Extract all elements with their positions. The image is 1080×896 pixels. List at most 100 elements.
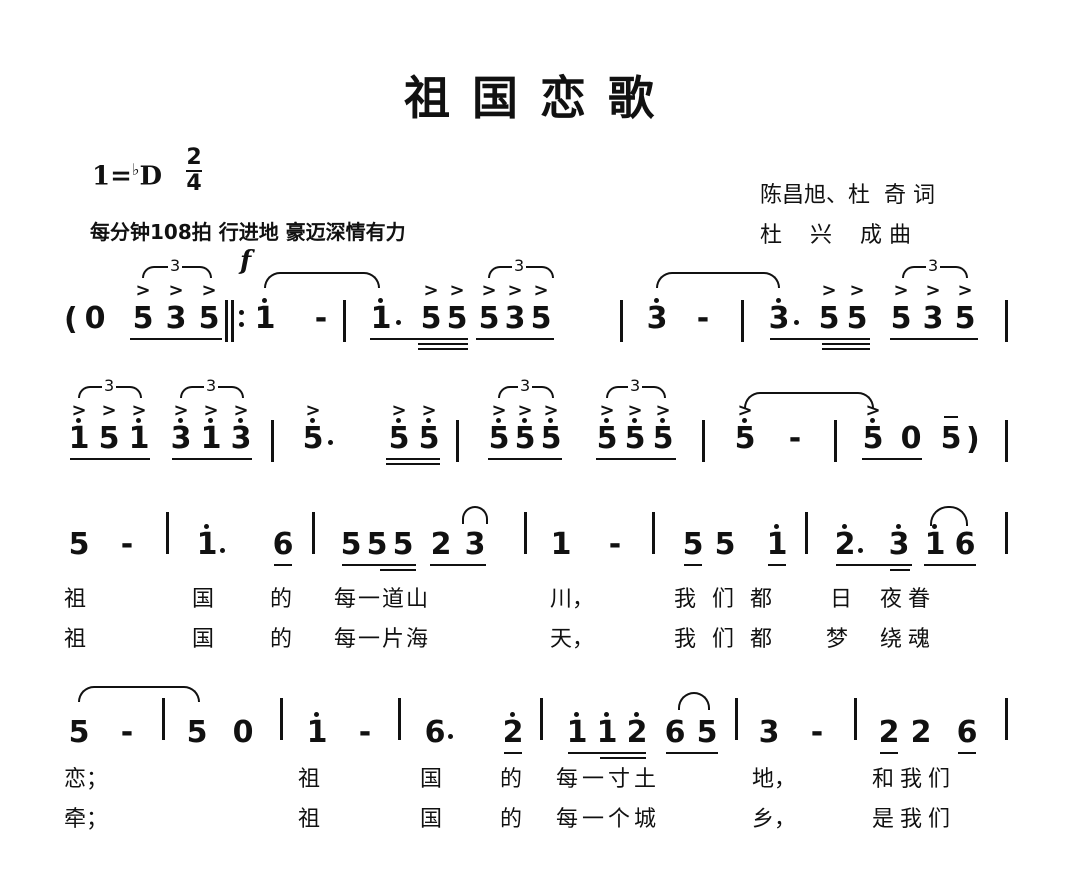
- repeat-dot: [239, 322, 244, 327]
- triplet-number: 3: [518, 376, 533, 395]
- lyric: 我们都: [674, 627, 789, 652]
- high-octave-dot: [522, 418, 527, 423]
- lyric: 绕魂: [880, 627, 937, 652]
- note: 5: [186, 715, 208, 750]
- note: 2: [430, 527, 452, 562]
- barline: [1005, 420, 1008, 462]
- barline: [834, 420, 837, 462]
- barline: [652, 512, 655, 554]
- accent-icon: >: [491, 400, 507, 421]
- triplet-number: 3: [204, 376, 219, 395]
- high-octave-dot: [396, 418, 401, 423]
- meter-bottom: 4: [186, 171, 202, 196]
- lyric: 国: [192, 587, 215, 612]
- note: 5: [418, 421, 440, 456]
- note: 2: [834, 527, 856, 562]
- note: 6: [956, 715, 978, 750]
- overline: [944, 416, 958, 418]
- accent-icon: >: [101, 400, 117, 421]
- accent-icon: >: [201, 280, 217, 301]
- note: 5: [818, 301, 840, 336]
- high-octave-dot: [742, 418, 747, 423]
- high-octave-dot: [632, 418, 637, 423]
- barline: [854, 698, 857, 740]
- underline: [684, 564, 702, 566]
- note: 1: [550, 527, 572, 562]
- note: 1: [766, 524, 788, 560]
- high-octave-dot: [510, 712, 515, 717]
- accent-icon: >: [135, 280, 151, 301]
- underline: [342, 564, 416, 566]
- note: 1: [68, 418, 90, 454]
- high-octave-dot: [178, 418, 183, 423]
- accent-icon: >: [627, 400, 643, 421]
- underline: [768, 564, 786, 566]
- accent-icon: >: [507, 280, 523, 301]
- underline: [568, 752, 646, 754]
- accent-icon: >: [543, 400, 559, 421]
- barline: [540, 698, 543, 740]
- dash: -: [120, 527, 134, 562]
- lyric: 祖: [64, 587, 87, 612]
- triplet-number: 3: [512, 256, 527, 275]
- note: 1: [254, 298, 276, 334]
- key-signature: 1=♭D: [92, 160, 162, 192]
- note: 5: [68, 715, 90, 750]
- note: 3: [922, 301, 944, 336]
- accent-icon: >: [849, 280, 865, 301]
- note: 5: [696, 715, 718, 750]
- note: 1: [370, 298, 392, 334]
- accent-icon: >: [391, 400, 407, 421]
- lyric: 川，: [550, 587, 595, 612]
- note: 2: [910, 715, 932, 750]
- accent-icon: >: [599, 400, 615, 421]
- underline: [822, 348, 870, 350]
- note: 2: [502, 715, 524, 750]
- note: 2: [878, 715, 900, 750]
- note: 3: [464, 527, 486, 562]
- dash: -: [810, 715, 824, 750]
- dash: -: [358, 715, 372, 750]
- high-octave-dot: [870, 418, 875, 423]
- barline: [735, 698, 738, 740]
- lyric: 祖: [298, 767, 321, 792]
- note: 5: [596, 421, 618, 456]
- accent-icon: >: [421, 400, 437, 421]
- high-octave-dot: [378, 298, 383, 303]
- note: 5: [340, 527, 362, 562]
- lyric: 的: [500, 767, 523, 792]
- augmentation-dot: [328, 440, 333, 445]
- barline: [702, 420, 705, 462]
- accent-icon: >: [893, 280, 909, 301]
- meter-top: 2: [186, 145, 202, 170]
- accent-icon: >: [481, 280, 497, 301]
- underline: [504, 752, 522, 754]
- repeat-barline: [231, 300, 234, 342]
- lyric: 每一片海: [334, 627, 431, 652]
- note: 5: [734, 421, 756, 456]
- barline: [741, 300, 744, 342]
- note: 3: [230, 421, 252, 456]
- underline: [822, 343, 870, 345]
- barline: [456, 420, 459, 462]
- underline: [890, 569, 910, 571]
- high-octave-dot: [238, 418, 243, 423]
- note: 5: [714, 527, 736, 562]
- high-octave-dot: [896, 524, 901, 529]
- underline: [596, 458, 676, 460]
- note: 3: [165, 301, 187, 336]
- high-octave-dot: [314, 712, 319, 717]
- lyricist-credit: 陈昌旭、杜 奇 词: [760, 183, 935, 208]
- tie: [656, 272, 780, 288]
- dash: -: [608, 527, 622, 562]
- underline: [890, 338, 978, 340]
- high-octave-dot: [660, 418, 665, 423]
- underline: [836, 564, 912, 566]
- barline: [398, 698, 401, 740]
- tempo-marking: 每分钟108拍 行进地 豪迈深情有力: [90, 220, 406, 244]
- barline: [1005, 698, 1008, 740]
- note: 5: [446, 301, 468, 336]
- note: 3: [170, 421, 192, 456]
- lyric: 国: [192, 627, 215, 652]
- barline: [805, 512, 808, 554]
